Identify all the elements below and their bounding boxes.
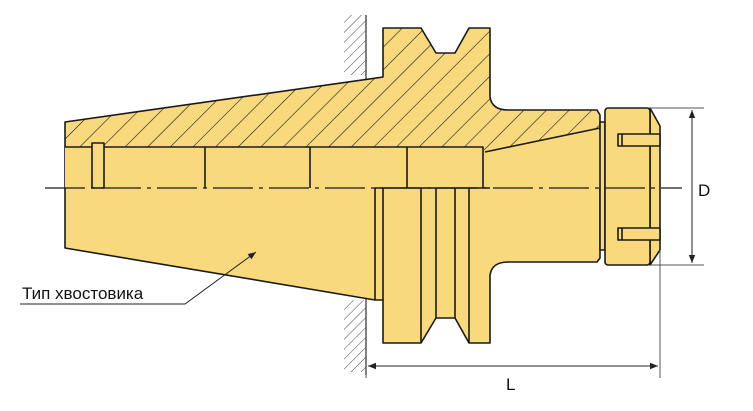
nut-slot-bottom: [617, 227, 661, 241]
dimension-l-label: L: [506, 375, 515, 394]
holder-body: [64, 27, 606, 344]
drive-slot: [91, 142, 105, 189]
dimension-l: [365, 250, 661, 378]
collet-nut: [604, 107, 661, 266]
dimension-d: [650, 107, 704, 266]
nut-slot-top: [617, 133, 661, 147]
dimension-d-label: D: [698, 181, 710, 200]
shank-type-label: Тип хвостовика: [22, 284, 144, 303]
section-hatch: [65, 28, 600, 152]
shank-type-leader: [20, 251, 257, 305]
